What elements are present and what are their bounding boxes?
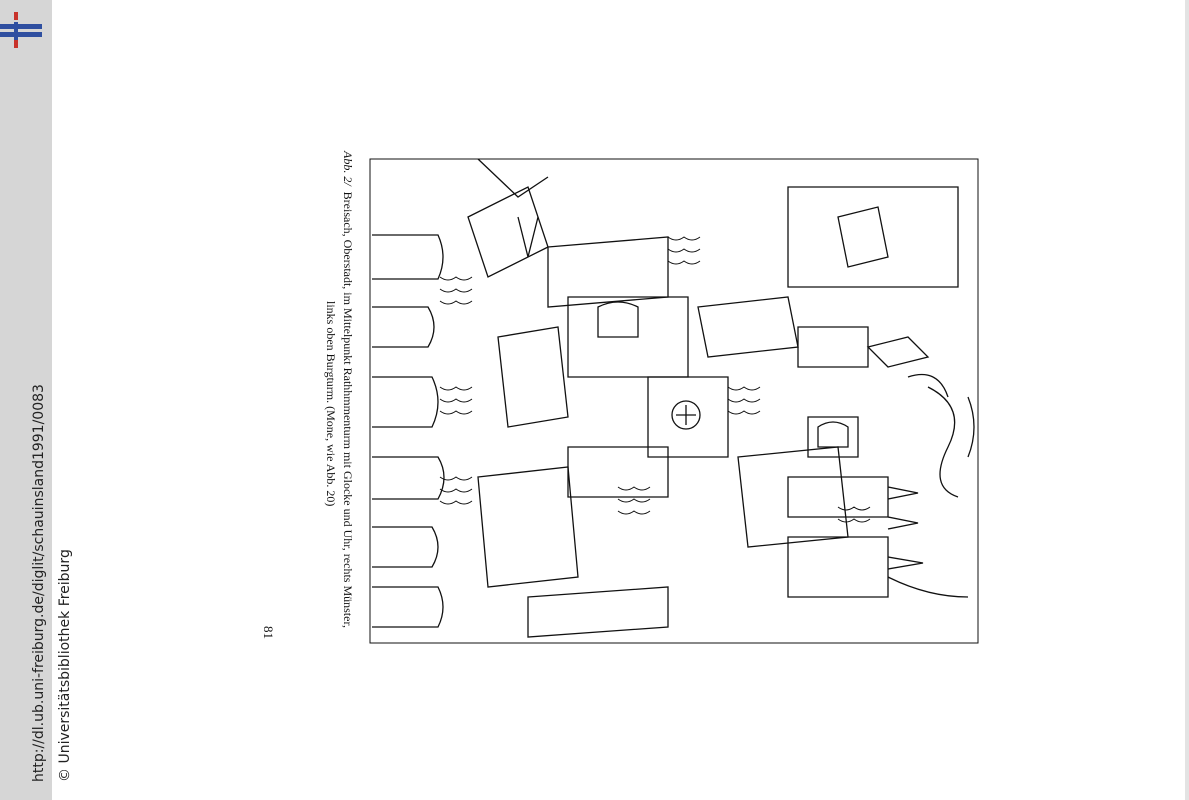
viewer-sidebar: http://dl.ub.uni-freiburg.de/diglit/scha… xyxy=(0,0,73,800)
ub-freiburg-logo-icon[interactable] xyxy=(0,8,44,52)
source-url[interactable]: http://dl.ub.uni-freiburg.de/diglit/scha… xyxy=(31,384,47,782)
sidebar-citation: http://dl.ub.uni-freiburg.de/diglit/scha… xyxy=(26,0,78,800)
town-drawing-icon xyxy=(369,158,979,644)
page-number: 81 xyxy=(261,626,276,639)
scrollbar-track[interactable] xyxy=(1185,0,1189,800)
caption-line-2: links oben Burgturm. (Mone, wie Abb. 20) xyxy=(324,301,338,507)
caption-line-1: Breisach, Oberstadt, im Mittelpunkt Rath… xyxy=(341,191,355,628)
caption-label: Abb. 2/ xyxy=(341,151,355,186)
figure-caption: Abb. 2/ Breisach, Oberstadt, im Mittelpu… xyxy=(322,151,356,628)
copyright-notice: © Universitätsbibliothek Freiburg xyxy=(57,549,73,782)
